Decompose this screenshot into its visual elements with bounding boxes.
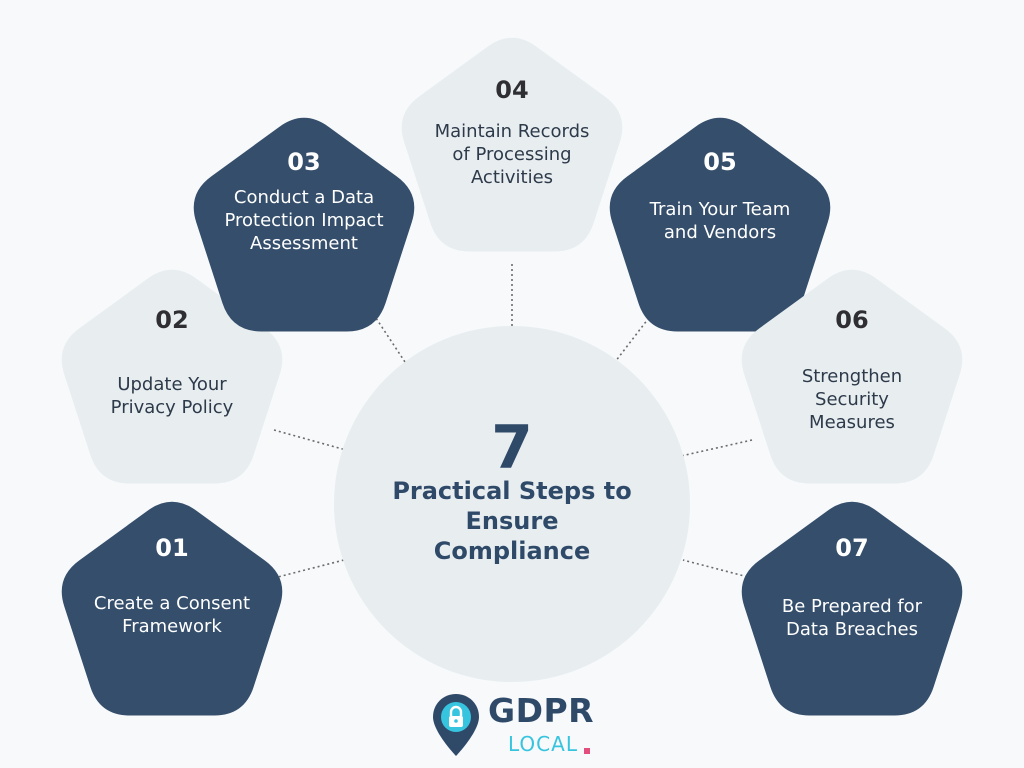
step-title: Strengthen Security Measures <box>801 366 903 433</box>
hub-number: 7 <box>491 413 533 483</box>
step-number: 01 <box>155 534 189 562</box>
gdpr-local-logo: GDPR LOCAL <box>430 692 600 762</box>
step-number: 04 <box>495 76 529 104</box>
step-01-pentagon <box>61 501 283 716</box>
step-title: Update Your Privacy Policy <box>110 374 234 418</box>
hub-circle-shape <box>334 326 690 682</box>
step-07: 07 Be Prepared for Data Breaches <box>772 504 932 728</box>
hub-circle: 7 Practical Steps to Ensure Compliance <box>334 326 690 682</box>
step-number: 02 <box>155 306 189 334</box>
step-title: Maintain Records of Processing Activitie… <box>434 121 590 188</box>
step-number: 06 <box>835 306 869 334</box>
connector-line-01 <box>273 559 345 579</box>
step-06-pentagon <box>741 269 963 484</box>
step-02-pentagon <box>61 269 283 484</box>
step-04-pentagon <box>401 37 623 252</box>
step-number: 03 <box>287 148 321 176</box>
step-title: Create a Consent Framework <box>93 593 251 637</box>
step-07-pentagon <box>741 501 963 716</box>
logo-dot <box>584 748 590 754</box>
step-number: 05 <box>703 148 737 176</box>
step-title: Train Your Team and Vendors <box>649 199 791 243</box>
connector-line-06 <box>680 439 753 457</box>
step-title: Be Prepared for Data Breaches <box>781 596 923 640</box>
step-05-pentagon <box>609 117 831 332</box>
hub-title: Practical Steps to Ensure Compliance <box>392 477 632 565</box>
step-03-pentagon <box>193 117 415 332</box>
lock-pin-icon <box>433 694 479 756</box>
logo-subtitle: LOCAL <box>508 732 578 756</box>
step-number: 07 <box>835 534 869 562</box>
logo-wordmark: GDPR <box>488 691 595 730</box>
connector-line-07 <box>682 559 753 579</box>
step-title: Conduct a Data Protection Impact Assessm… <box>224 187 384 254</box>
